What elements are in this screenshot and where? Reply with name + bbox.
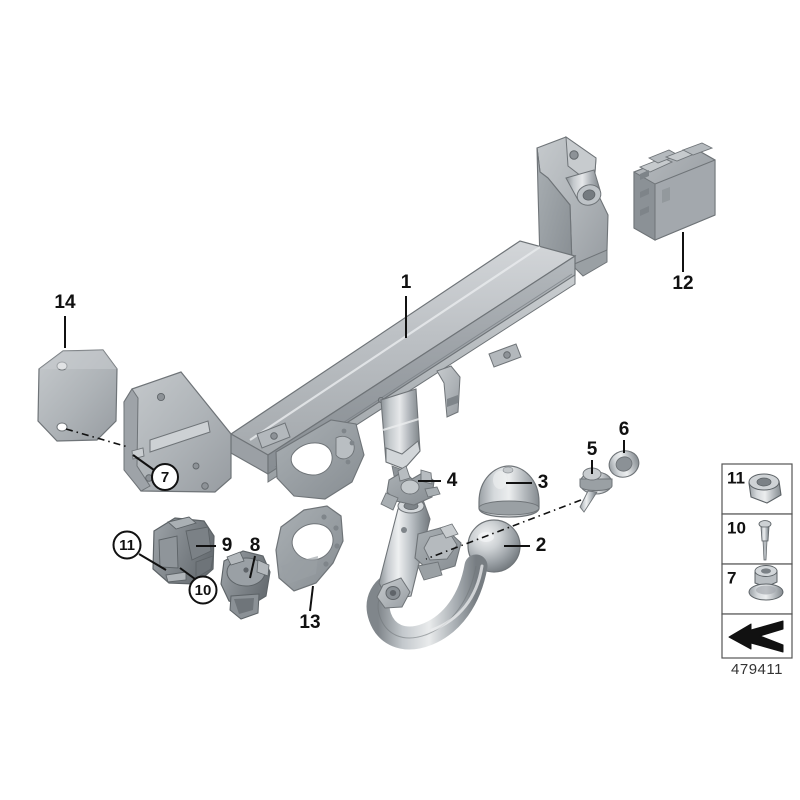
part-locking-clip	[380, 465, 441, 511]
part-cover-plate	[37, 349, 118, 442]
legend-label-11: 11	[727, 468, 745, 487]
legend-label-10: 10	[727, 518, 746, 537]
callout-6: 6	[619, 419, 630, 440]
right-mounting-bracket	[536, 135, 609, 277]
flange-bolt-icon	[748, 565, 784, 601]
callout-5: 5	[587, 439, 598, 460]
part-tow-ball-arm	[366, 498, 521, 650]
callout-8: 8	[250, 535, 261, 556]
diagram-id-label: 479411	[731, 661, 783, 678]
legend-box: 11 10 7	[721, 463, 793, 678]
leader-14-ref	[65, 428, 129, 448]
leader-lines	[64, 232, 684, 612]
legend-label-7: 7	[727, 568, 736, 587]
callout-11-circled: 11	[112, 530, 142, 560]
leader-8	[249, 555, 256, 579]
callout-10-circled: 10	[188, 575, 218, 605]
callout-3: 3	[538, 472, 549, 493]
callout-1: 1	[401, 272, 412, 293]
callout-4: 4	[447, 470, 458, 491]
callout-labels: 1 2 3 4 5 6 8 9 12 13 14 7 10 11	[54, 272, 693, 633]
leader-2-ref	[425, 499, 582, 560]
part-socket-insert	[220, 550, 271, 620]
callout-7-label: 7	[161, 469, 169, 486]
leader-7	[132, 454, 155, 471]
part-tow-ball-cap	[478, 465, 540, 518]
part-socket-housing	[152, 516, 215, 585]
callout-13: 13	[299, 612, 320, 633]
receiver-tube	[380, 388, 421, 480]
direction-arrow-icon	[728, 620, 784, 653]
beam-bracket-plate	[275, 419, 365, 500]
leader-13	[309, 585, 314, 612]
callout-7-circled: 7	[151, 463, 179, 491]
part-bracket-plate-13	[275, 505, 344, 592]
callout-14: 14	[54, 292, 76, 313]
callout-11-label: 11	[119, 537, 135, 554]
part-crossmember-beam	[123, 135, 609, 500]
callout-10-label: 10	[195, 582, 212, 599]
bolt-icon	[758, 520, 772, 561]
callout-9: 9	[222, 535, 233, 556]
part-control-module	[633, 142, 716, 241]
leader-10	[179, 567, 196, 580]
leader-11	[138, 553, 167, 571]
part-cap-ring	[608, 450, 640, 478]
bracket-boss-icon	[565, 169, 602, 206]
part-pin	[579, 467, 613, 513]
hex-nut-icon	[748, 473, 782, 504]
callout-2: 2	[536, 535, 547, 556]
callout-12: 12	[672, 273, 693, 294]
